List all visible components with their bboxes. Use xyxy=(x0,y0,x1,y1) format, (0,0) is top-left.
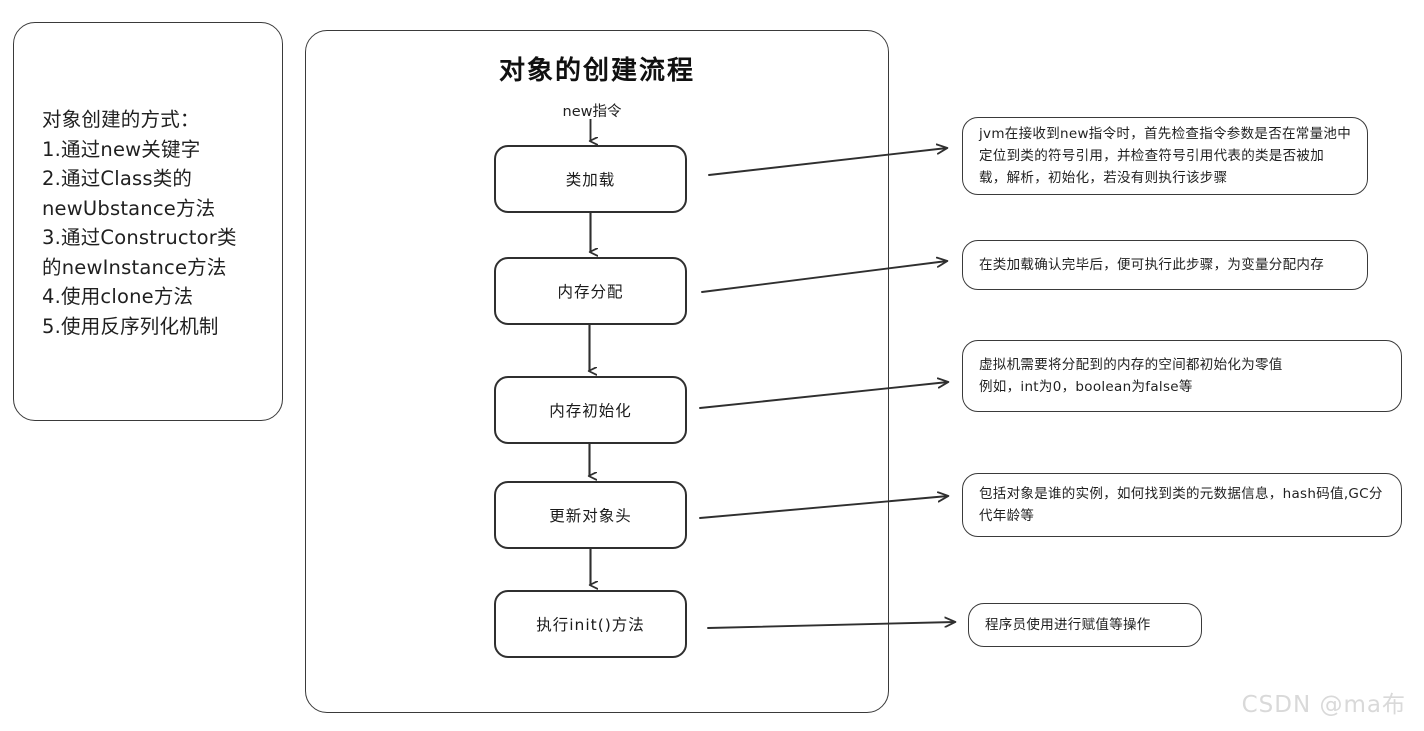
object-creation-methods-panel: 对象创建的方式： 1.通过new关键字 2.通过Class类的 newUbsta… xyxy=(13,22,283,421)
methods-line-7: 5.使用反序列化机制 xyxy=(42,314,219,338)
flow-node-memory-allocation[interactable]: 内存分配 xyxy=(494,257,687,325)
methods-line-2: 2.通过Class类的 xyxy=(42,167,193,190)
note-memory-initialization: 虚拟机需要将分配到的内存的空间都初始化为零值 例如，int为0，boolean为… xyxy=(962,340,1402,412)
flow-node-update-object-header[interactable]: 更新对象头 xyxy=(494,481,687,549)
methods-list: 对象创建的方式： 1.通过new关键字 2.通过Class类的 newUbsta… xyxy=(42,105,274,341)
note-memory-allocation: 在类加载确认完毕后，便可执行此步骤，为变量分配内存 xyxy=(962,240,1368,290)
flow-title: 对象的创建流程 xyxy=(498,56,695,86)
note-execute-init-method-text: 程序员使用进行赋值等操作 xyxy=(985,617,1151,633)
note-update-object-header: 包括对象是谁的实例，如何找到类的元数据信息，hash码值,GC分代年龄等 xyxy=(962,473,1402,537)
methods-line-1: 1.通过new关键字 xyxy=(42,137,201,161)
note-class-loading: jvm在接收到new指令时，首先检查指令参数是否在常量池中定位到类的符号引用，并… xyxy=(962,117,1368,195)
methods-line-3: newUbstance方法 xyxy=(42,196,216,220)
csdn-watermark: CSDN @ma布 xyxy=(1241,692,1406,718)
methods-line-6: 4.使用clone方法 xyxy=(42,285,194,308)
new-instruction-label: new指令 xyxy=(562,104,622,120)
methods-line-4: 3.通过Constructor类 xyxy=(42,226,237,249)
note-memory-initialization-text: 虚拟机需要将分配到的内存的空间都初始化为零值 例如，int为0，boolean为… xyxy=(979,357,1283,395)
flow-node-memory-initialization[interactable]: 内存初始化 xyxy=(494,376,687,444)
note-memory-allocation-text: 在类加载确认完毕后，便可执行此步骤，为变量分配内存 xyxy=(979,257,1324,273)
note-execute-init-method: 程序员使用进行赋值等操作 xyxy=(968,603,1202,647)
methods-line-5: 的newInstance方法 xyxy=(42,255,227,279)
note-class-loading-text: jvm在接收到new指令时，首先检查指令参数是否在常量池中定位到类的符号引用，并… xyxy=(979,126,1351,186)
note-update-object-header-text: 包括对象是谁的实例，如何找到类的元数据信息，hash码值,GC分代年龄等 xyxy=(979,486,1383,524)
flow-node-execute-init-method[interactable]: 执行init()方法 xyxy=(494,590,687,658)
flow-node-class-loading[interactable]: 类加载 xyxy=(494,145,687,213)
methods-line-0: 对象创建的方式： xyxy=(42,108,200,131)
